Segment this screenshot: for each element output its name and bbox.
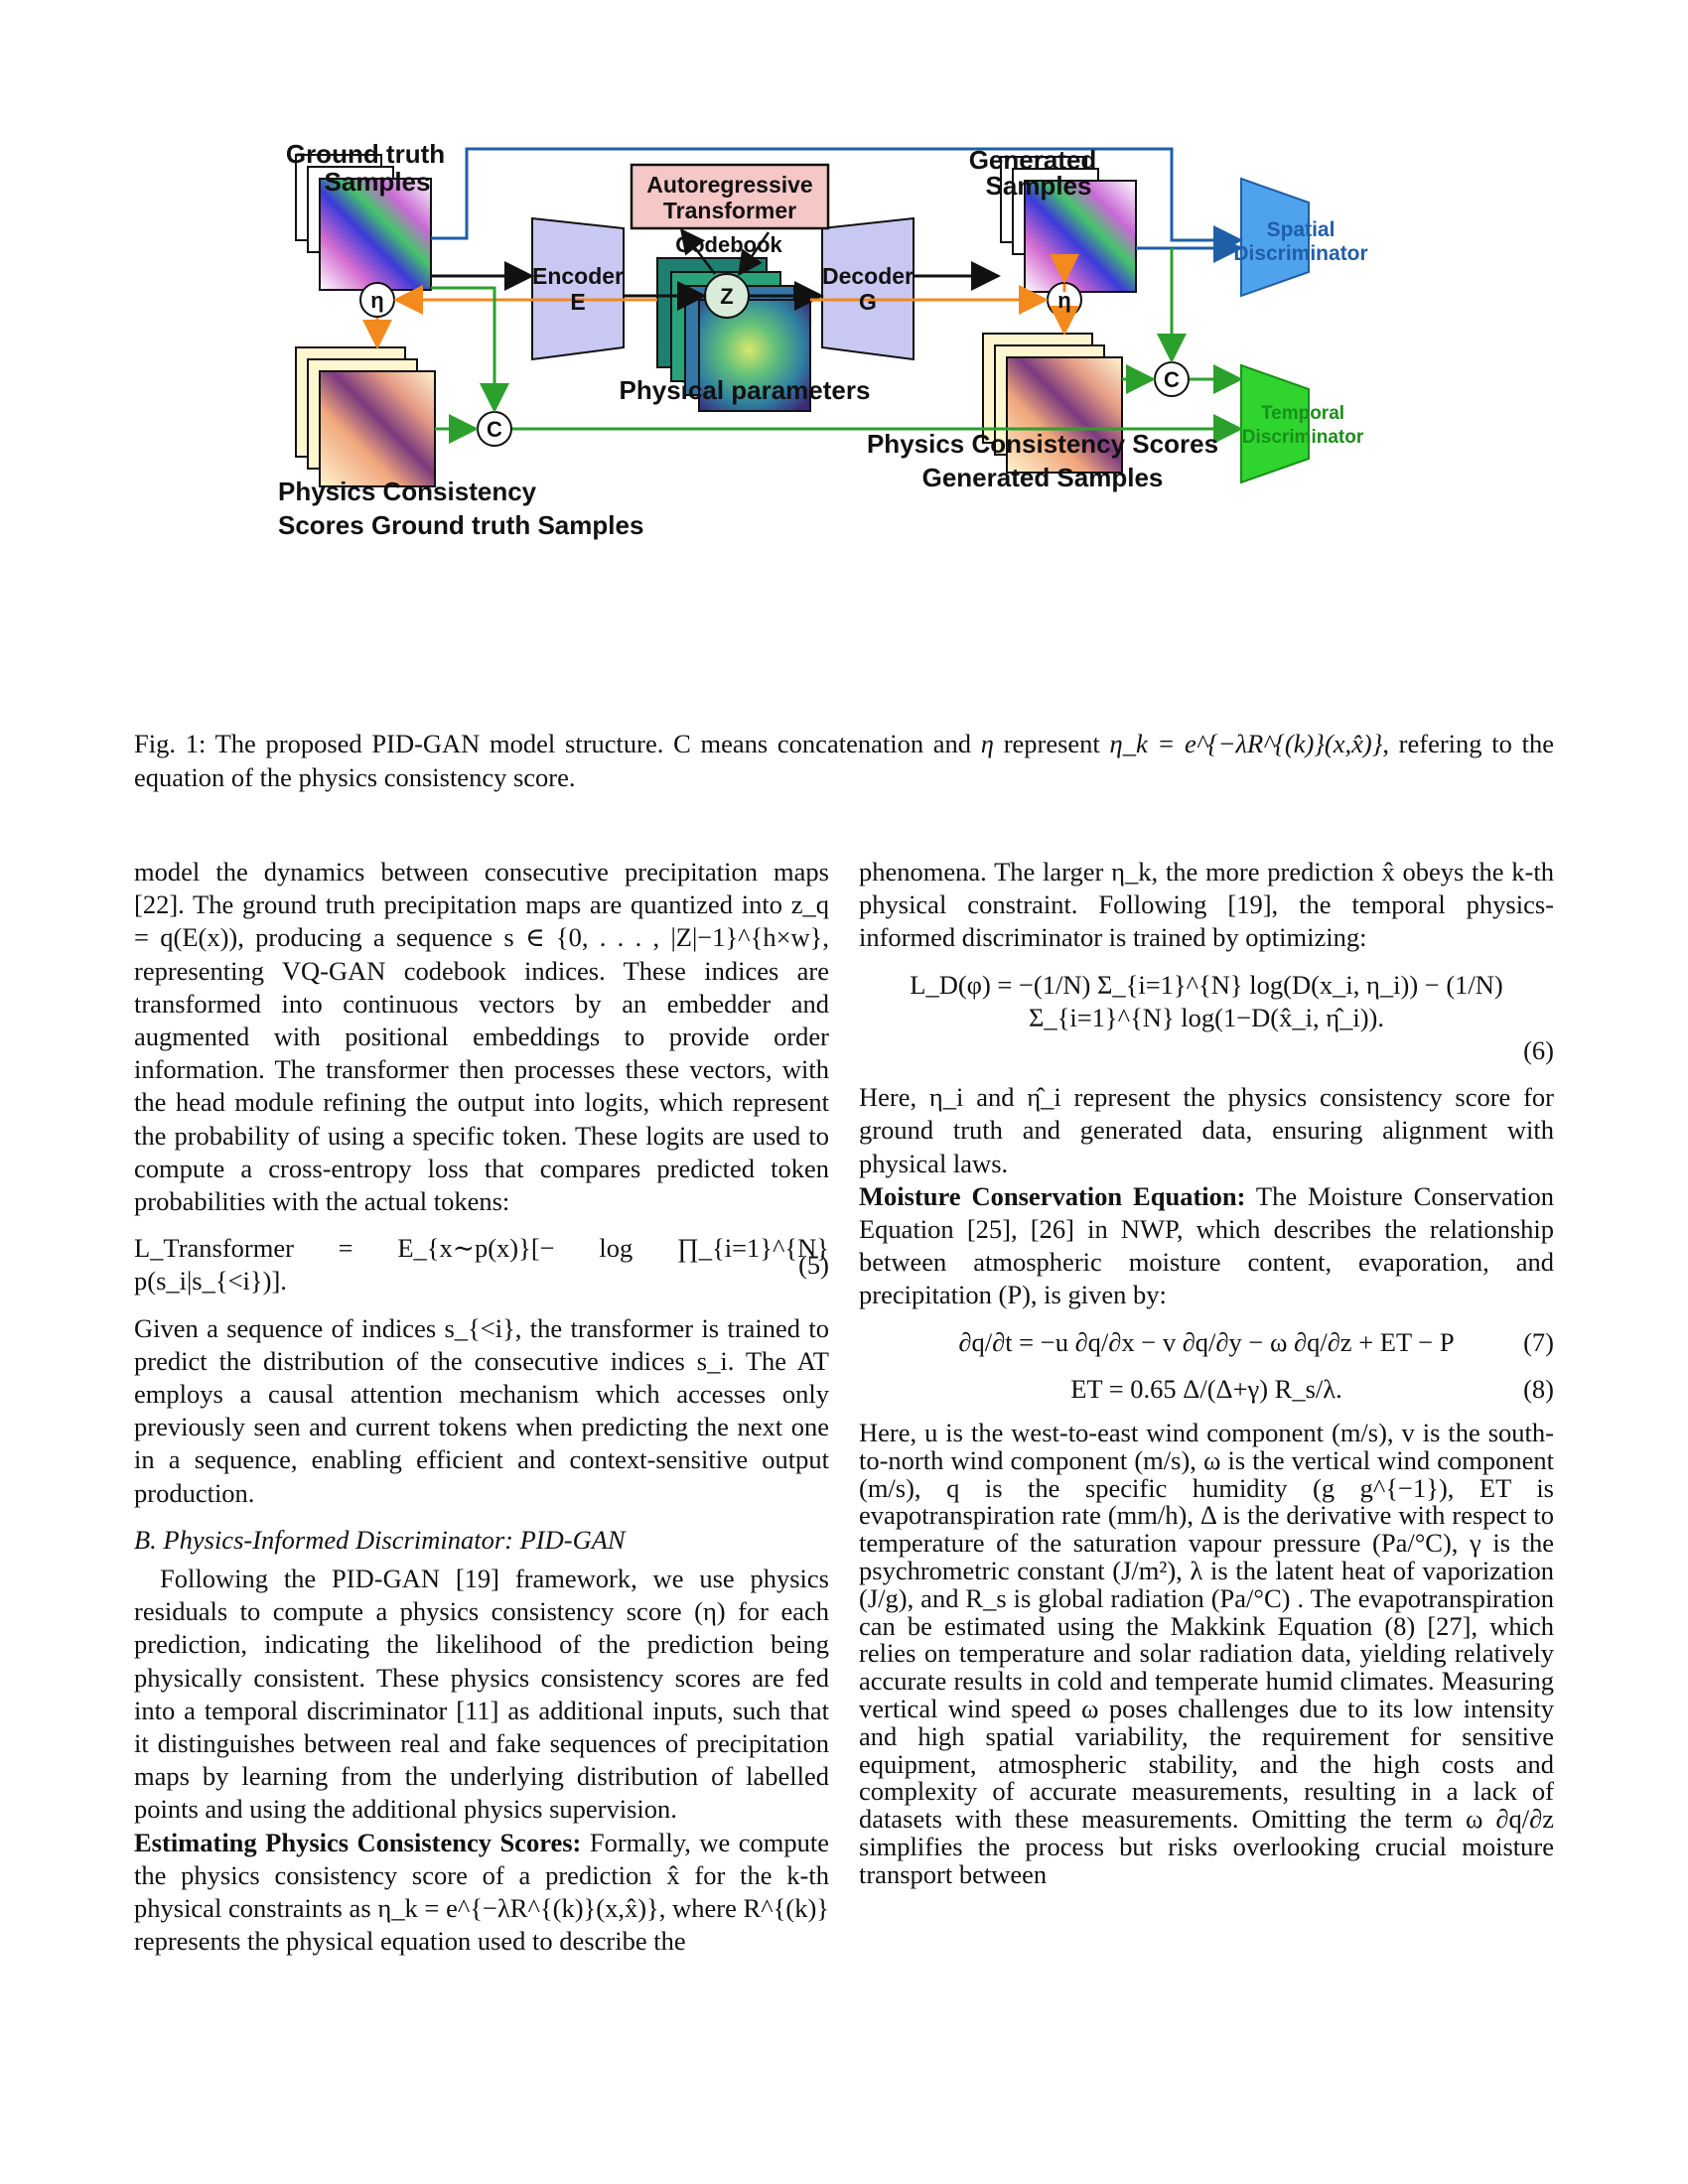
caption-mid: represent xyxy=(1003,729,1100,758)
label-z: Z xyxy=(720,284,733,309)
label-transformer-line2: Transformer xyxy=(663,198,796,223)
label-transformer-line1: Autoregressive xyxy=(646,172,812,198)
right-column: phenomena. The larger η_k, the more pred… xyxy=(859,856,1554,1889)
label-encoder: Encoder xyxy=(532,263,624,289)
autoregressive-transformer-box xyxy=(630,163,830,230)
equation-7: ∂q/∂t = −u ∂q/∂x − v ∂q/∂y − ω ∂q/∂z + E… xyxy=(859,1326,1554,1359)
equation-8: ET = 0.65 Δ/(Δ+γ) R_s/λ. (8) xyxy=(859,1373,1554,1406)
left-paragraph-4-body: Formally, we compute the physics consist… xyxy=(134,1827,830,1957)
temporal-discriminator-block xyxy=(1240,363,1310,484)
section-heading-b: B. Physics-Informed Discriminator: PID-G… xyxy=(134,1524,626,1555)
label-concat-gen: C xyxy=(1164,367,1180,392)
left-column: model the dynamics between consecutive p… xyxy=(134,856,829,1959)
equation-5-number: (5) xyxy=(798,1249,829,1280)
right-paragraph-4: Here, u is the west-to-east wind compone… xyxy=(859,1418,1554,1889)
label-temporal-1: Temporal xyxy=(1261,403,1344,424)
right-paragraph-2: Here, η_i and η̂_i represent the physics… xyxy=(859,1082,1554,1178)
label-physical-parameters: Physical parameters xyxy=(620,375,871,405)
label-encoder-e: E xyxy=(570,289,585,315)
ground-truth-eta-stack xyxy=(295,346,436,487)
left-paragraph-3: Following the PID-GAN [19] framework, we… xyxy=(134,1564,829,1825)
label-temporal-2: Discriminator xyxy=(1242,427,1364,448)
generated-sample-stack xyxy=(1000,156,1137,293)
label-generated-line2: Samples xyxy=(986,171,1092,201)
equation-7-body: ∂q/∂t = −u ∂q/∂x − v ∂q/∂y − ω ∂q/∂z + E… xyxy=(958,1326,1455,1357)
right-paragraph-3-body: The Moisture Conservation Equation [25],… xyxy=(859,1180,1554,1310)
equation-5: L_Transformer = E_{x∼p(x)}[− log ∏_{i=1}… xyxy=(134,1232,829,1297)
label-pcs-gt-1: Physics Consistency xyxy=(278,477,537,506)
label-ground-truth-line1: Ground truth xyxy=(286,139,445,169)
label-ground-truth-line2: Samples xyxy=(325,167,431,197)
label-eta-gt: η xyxy=(370,288,383,313)
left-paragraph-1: model the dynamics between consecutive p… xyxy=(134,857,829,1217)
architecture-diagram: Ground truth Samples Generated Samples A… xyxy=(278,139,1368,540)
generated-eta-stack xyxy=(982,333,1123,474)
label-pcs-gen-1: Physics Consistency Scores xyxy=(867,429,1218,459)
caption-formula: η_k = e^{−λR^{(k)}(x,x̂)} xyxy=(1109,729,1383,758)
label-codebook: Codebook xyxy=(675,232,782,257)
label-decoder-g: G xyxy=(859,289,877,315)
left-paragraph-4-heading: Estimating Physics Consistency Scores: xyxy=(134,1827,582,1857)
equation-6-number: (6) xyxy=(1523,1035,1554,1066)
left-paragraph-4: Estimating Physics Consistency Scores: F… xyxy=(134,1827,829,1959)
label-concat-gt: C xyxy=(487,417,502,442)
equation-7-number: (7) xyxy=(1523,1326,1554,1357)
equation-6: L_D(φ) = −(1/N) Σ_{i=1}^{N} log(D(x_i, η… xyxy=(859,969,1554,1068)
equation-8-body: ET = 0.65 Δ/(Δ+γ) R_s/λ. xyxy=(1070,1373,1342,1404)
equation-6-body: L_D(φ) = −(1/N) Σ_{i=1}^{N} log(D(x_i, η… xyxy=(910,969,1503,1032)
label-eta-gen: η xyxy=(1057,288,1070,313)
label-spatial-2: Discriminator xyxy=(1233,242,1367,265)
figure-caption: Fig. 1: The proposed PID-GAN model struc… xyxy=(134,727,1554,794)
caption-tail: , refering to the equation of the physic… xyxy=(134,729,1554,792)
left-paragraph-2: Given a sequence of indices s_{<i}, the … xyxy=(134,1312,829,1508)
right-paragraph-3: Moisture Conservation Equation: The Mois… xyxy=(859,1180,1554,1312)
label-spatial-1: Spatial xyxy=(1267,218,1336,241)
equation-5-body: L_Transformer = E_{x∼p(x)}[− log ∏_{i=1}… xyxy=(134,1233,829,1297)
label-pcs-gt-2: Scores Ground truth Samples xyxy=(278,510,643,540)
label-decoder: Decoder xyxy=(822,263,914,289)
label-generated-line1: Generated xyxy=(969,145,1097,175)
caption-lead: Fig. 1: The proposed PID-GAN model struc… xyxy=(134,729,972,758)
caption-eta: η xyxy=(980,729,994,758)
label-pcs-gen-2: Generated Samples xyxy=(922,463,1164,492)
equation-8-number: (8) xyxy=(1523,1373,1554,1404)
encoder-block xyxy=(531,216,625,361)
figure-pid-gan-structure: Ground truth Samples Generated Samples A… xyxy=(248,139,1440,705)
right-paragraph-3-heading: Moisture Conservation Equation: xyxy=(859,1180,1246,1211)
ground-truth-sample-stack xyxy=(295,154,432,291)
right-paragraph-1: phenomena. The larger η_k, the more pred… xyxy=(859,857,1554,953)
